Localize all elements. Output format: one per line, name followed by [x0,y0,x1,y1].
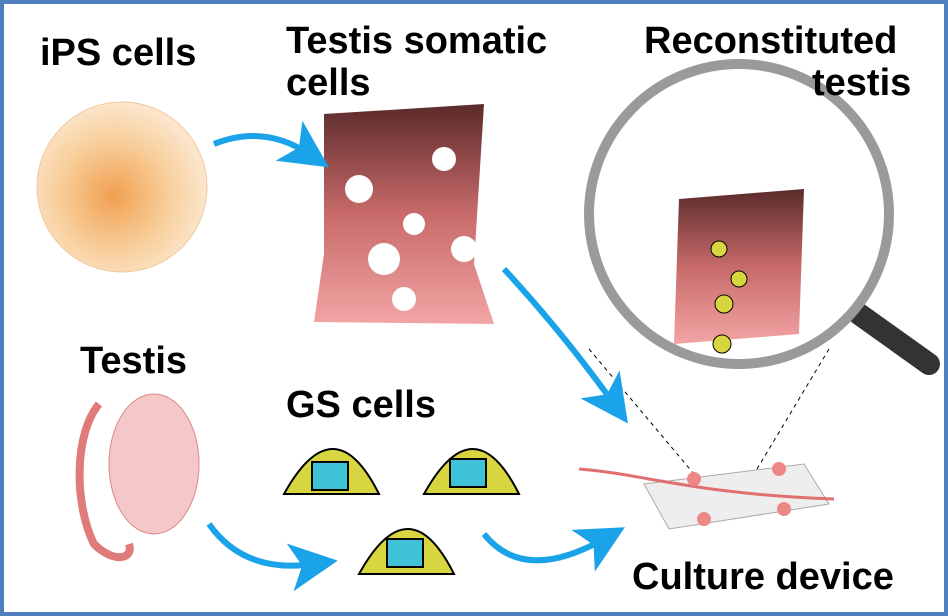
label-reconstituted-1: Reconstituted [644,20,898,62]
label-ips-cells: iPS cells [40,32,197,74]
label-testis-somatic-2: cells [286,62,371,104]
label-testis-somatic-1: Testis somatic [286,20,548,62]
label-culture-device: Culture device [632,556,894,598]
ips-cell-colony [36,101,208,273]
flow-arrows [206,120,628,592]
culture-device [578,462,835,530]
gs-cells [282,448,521,575]
label-gs-cells: GS cells [286,384,436,426]
magnifier-reconstituted-testis [584,59,940,475]
arrow-gs-to-device [481,527,625,572]
diagram-illustration [36,59,940,592]
testis-somatic-tissue [314,104,494,324]
arrow-somatic-to-device [501,266,628,424]
arrow-ips-to-somatic [212,120,329,168]
arrow-testis-to-gs [206,522,338,592]
label-reconstituted-2: testis [812,62,912,104]
testis-organ [75,393,200,562]
label-testis: Testis [80,340,188,382]
